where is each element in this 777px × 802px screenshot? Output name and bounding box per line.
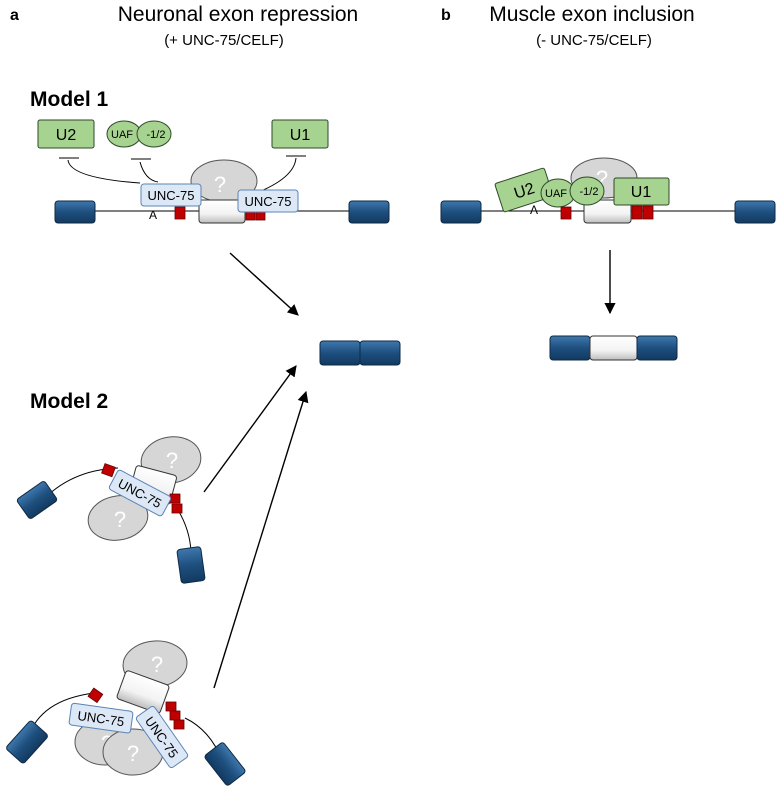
- model2-label: Model 2: [30, 390, 108, 413]
- model1-exon-left: [54, 200, 96, 224]
- red-site: [87, 687, 104, 704]
- model2-exon-right: [204, 742, 246, 786]
- model2-exon-left: [16, 481, 58, 519]
- unknown-factor-label: ?: [114, 507, 126, 532]
- arrow-model2a-to-product: [203, 365, 297, 493]
- u2-box: U2: [494, 167, 554, 213]
- red-site: [171, 503, 183, 514]
- unknown-factor-label: ?: [166, 448, 178, 473]
- uaf-number-label: -1/2: [580, 186, 599, 198]
- unc75-box: UNC-75: [140, 183, 202, 207]
- u2-label: U2: [512, 180, 537, 203]
- included-mrna-product: [549, 335, 678, 361]
- panel-b-letter: b: [441, 7, 451, 24]
- u1-box: U1: [613, 177, 670, 206]
- uaf-complex: UAF -1/2: [540, 176, 605, 208]
- panel-b-subtitle: (- UNC-75/CELF): [536, 32, 652, 49]
- inhibition-lines: [59, 155, 306, 197]
- uaf-label: UAF: [111, 129, 133, 141]
- red-site: [101, 463, 116, 478]
- model2-structure-2: ? ? ? UNC-75 UNC-75: [6, 640, 246, 786]
- panel-b-title: Muscle exon inclusion: [489, 3, 694, 26]
- uaf-complex: UAF -1/2: [106, 120, 172, 148]
- red-site: [165, 701, 177, 712]
- model1-exon-right: [348, 200, 390, 224]
- unc75-label: UNC-75: [245, 194, 292, 209]
- red-site: [169, 710, 181, 721]
- model2-exon-right: [176, 546, 206, 584]
- u2-box: U2: [37, 119, 95, 149]
- arrow-model2b-to-product: [213, 390, 309, 689]
- model2-structure-1: ? ? UNC-75: [16, 436, 206, 584]
- unc75-label: UNC-75: [148, 188, 195, 203]
- unknown-factor-label: ?: [214, 172, 226, 197]
- red-site: [174, 206, 186, 220]
- panelb-alt-exon: [583, 199, 632, 224]
- arrow-model1-to-product: [229, 252, 299, 316]
- model2-alt-exon: [116, 670, 170, 714]
- unknown-factor-label: ?: [151, 652, 163, 677]
- red-site: [173, 719, 185, 730]
- red-site: [169, 493, 181, 504]
- unc75-box: UNC-75: [68, 702, 134, 734]
- u1-box: U1: [271, 119, 329, 149]
- unc75-label: UNC-75: [77, 708, 126, 729]
- branch-point-label: A: [530, 203, 538, 217]
- red-site: [642, 205, 654, 220]
- uaf-number-label: -1/2: [147, 129, 166, 141]
- red-site: [631, 205, 643, 220]
- u1-label: U1: [631, 184, 652, 201]
- skipped-mrna-product: [319, 340, 401, 366]
- unknown-factor-label: ?: [127, 741, 139, 766]
- u2-label: U2: [56, 127, 77, 144]
- unknown-factor-ellipse: [87, 495, 149, 541]
- u1-label: U1: [290, 127, 311, 144]
- panelb-exon-left: [440, 200, 482, 224]
- panel-a-letter: a: [10, 7, 19, 24]
- panelb-exon-right: [734, 200, 776, 224]
- panel-a-title: Neuronal exon repression: [118, 3, 358, 26]
- panel-a-subtitle: (+ UNC-75/CELF): [164, 32, 284, 49]
- model2-exon-left: [6, 720, 48, 764]
- branch-point-label: A: [149, 208, 157, 222]
- red-site: [560, 206, 572, 220]
- uaf-label: UAF: [545, 188, 567, 200]
- unc75-box: UNC-75: [237, 189, 299, 213]
- model1-label: Model 1: [30, 88, 108, 111]
